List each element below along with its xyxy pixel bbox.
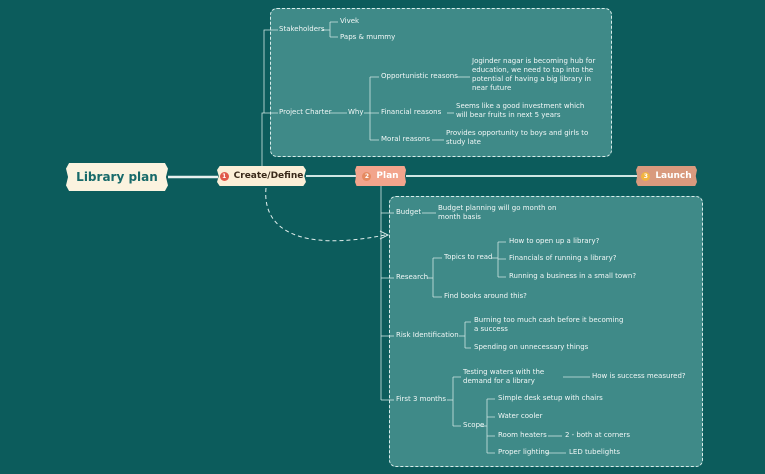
why-node[interactable]: Why: [348, 108, 364, 116]
reason-detail[interactable]: Seems like a good investment which will …: [456, 102, 585, 119]
stage-create-define[interactable]: 1 Create/Define: [217, 166, 306, 186]
reason-detail[interactable]: Provides opportunity to boys and girls t…: [446, 129, 589, 146]
budget-detail[interactable]: Budget planning will go month on month b…: [438, 204, 557, 221]
risk-identification-node[interactable]: Risk Identification: [396, 331, 459, 339]
room-heaters-detail[interactable]: 2 - both at corners: [565, 431, 630, 439]
first-3-months-node[interactable]: First 3 months: [396, 395, 447, 403]
lighting-detail[interactable]: LED tubelights: [569, 448, 621, 456]
risk-item[interactable]: Burning too much cash before it becoming…: [474, 316, 624, 333]
reason-node[interactable]: Financial reasons: [381, 108, 442, 116]
budget-node[interactable]: Budget: [396, 208, 422, 216]
topic-item[interactable]: Running a business in a small town?: [509, 272, 637, 280]
root-label: Library plan: [76, 170, 158, 184]
stakeholder-item[interactable]: Paps & mummy: [340, 33, 396, 41]
research-node[interactable]: Research: [396, 273, 429, 281]
plan-container: [389, 196, 703, 467]
reason-node[interactable]: Moral reasons: [381, 135, 430, 143]
risk-item[interactable]: Spending on unnecessary things: [474, 343, 589, 351]
scope-item[interactable]: Water cooler: [498, 412, 543, 420]
stakeholders-node[interactable]: Stakeholders: [279, 25, 325, 33]
root-node[interactable]: Library plan: [66, 163, 168, 191]
scope-item[interactable]: Proper lighting: [498, 448, 550, 456]
stage-launch[interactable]: 3 Launch: [636, 166, 697, 186]
success-measure-node[interactable]: How is success measured?: [592, 372, 686, 380]
topic-item[interactable]: How to open up a library?: [509, 237, 600, 245]
project-charter-node[interactable]: Project Charter: [279, 108, 332, 116]
stage-plan[interactable]: 2 Plan: [355, 166, 406, 186]
find-books-node[interactable]: Find books around this?: [444, 292, 527, 300]
create-define-container: [270, 8, 612, 157]
stage-label: Plan: [376, 171, 399, 181]
topics-to-read-node[interactable]: Topics to read: [444, 253, 493, 261]
reason-detail[interactable]: Joginder nagar is becoming hub for educa…: [472, 57, 596, 92]
stage-number-badge: 3: [641, 171, 651, 181]
scope-node[interactable]: Scope: [463, 421, 485, 429]
stage-label: Create/Define: [233, 171, 304, 181]
stage-label: Launch: [655, 171, 692, 181]
reason-node[interactable]: Opportunistic reasons: [381, 72, 458, 80]
stage-number-badge: 2: [362, 171, 372, 181]
stakeholder-item[interactable]: Vivek: [340, 17, 360, 25]
topic-item[interactable]: Financials of running a library?: [509, 254, 617, 262]
scope-item[interactable]: Simple desk setup with chairs: [498, 394, 603, 402]
stage-number-badge: 1: [219, 171, 229, 181]
scope-item[interactable]: Room heaters: [498, 431, 547, 439]
testing-waters-node[interactable]: Testing waters with the demand for a lib…: [463, 368, 545, 385]
